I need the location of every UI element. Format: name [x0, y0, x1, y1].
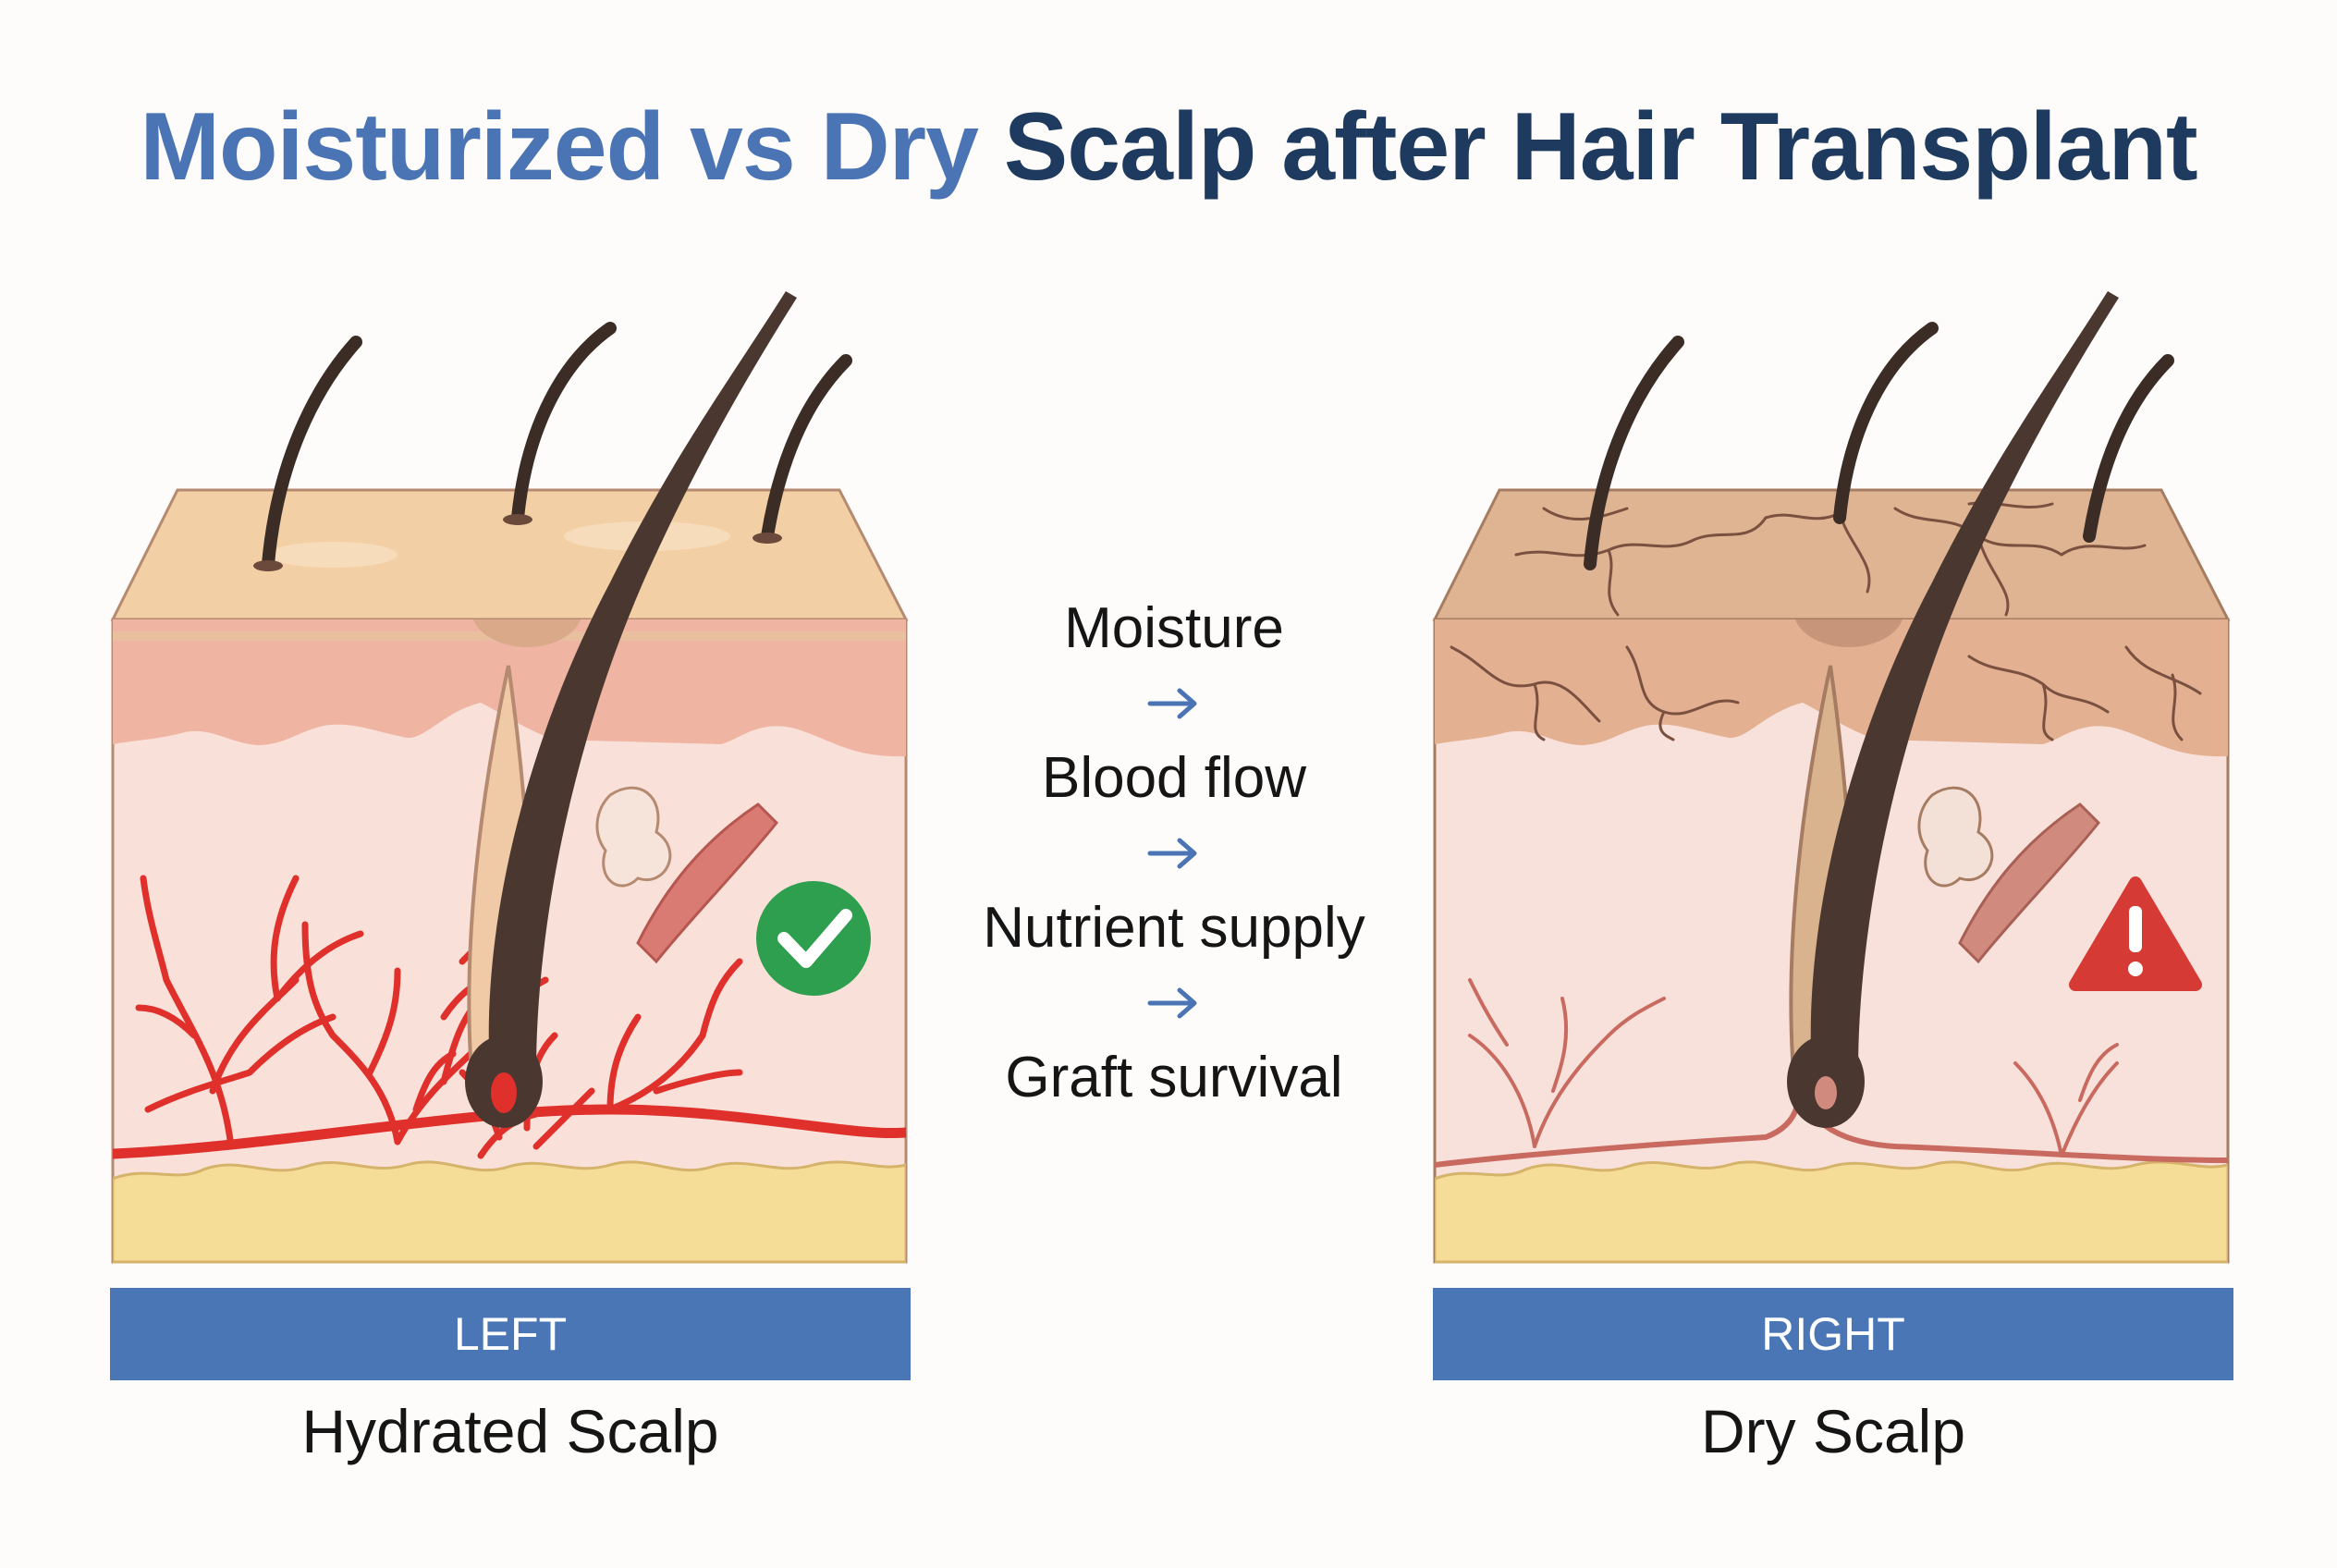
flow-step-blood-flow: Blood flow [1041, 746, 1307, 810]
causal-flow: Moisture Blood flow Nutrient supply Graf… [924, 592, 1424, 1115]
check-icon [756, 881, 871, 996]
dry-skin-cracks [1514, 501, 2147, 617]
flow-step-graft-survival: Graft survival [1005, 1046, 1343, 1109]
left-label-bar: LEFT [110, 1288, 911, 1380]
flow-step-nutrient-supply: Nutrient supply [983, 896, 1365, 960]
arrow-right-icon [1146, 815, 1202, 891]
arrow-right-icon [1146, 666, 1202, 741]
hydrated-scalp-illustration [110, 291, 909, 1264]
title-main-part: Scalp after Hair Transplant [1003, 93, 2198, 201]
right-caption: Dry Scalp [1700, 1397, 1966, 1465]
warning-icon [2069, 876, 2202, 991]
flow-step-moisture: Moisture [1064, 596, 1284, 660]
right-label-bar: RIGHT [1433, 1288, 2233, 1380]
left-caption: Hydrated Scalp [301, 1397, 719, 1465]
dry-scalp-illustration [1432, 291, 2231, 1264]
page-title: Moisturized vs Dry Scalp after Hair Tran… [0, 92, 2337, 202]
arrow-right-icon [1146, 965, 1202, 1041]
title-accent-part: Moisturized vs Dry [140, 93, 979, 201]
